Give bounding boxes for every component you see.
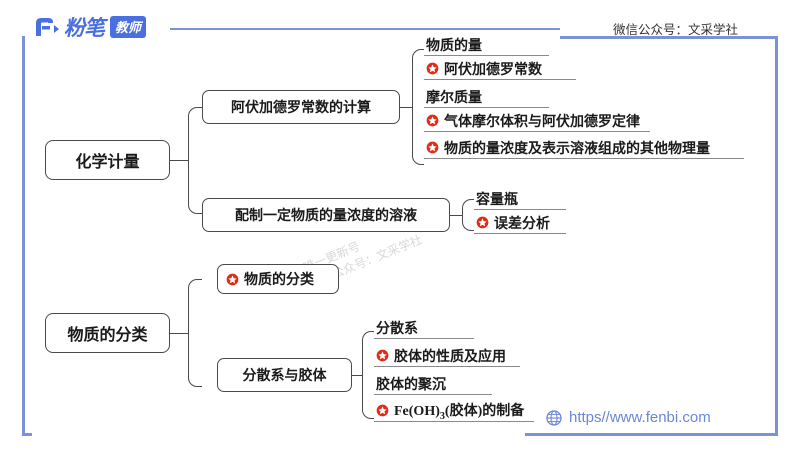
branch-node-prepare-solution[interactable]: 配制一定物质的量浓度的溶液 <box>202 198 450 232</box>
frame-border-left <box>22 36 25 436</box>
root-node-chemical-measurement[interactable]: 化学计量 <box>45 140 170 180</box>
footer-website-link[interactable]: https//www.fenbi.com <box>546 409 711 426</box>
leaf-dispersion-system[interactable]: 分散系 <box>374 317 474 339</box>
footer-url-text: https//www.fenbi.com <box>569 409 711 426</box>
branch-node-label: 物质的分类 <box>244 273 314 288</box>
brand-name: 粉笔 <box>64 17 105 40</box>
frame-border-top-right <box>560 36 778 39</box>
branch-node-avogadro-calculation[interactable]: 阿伏加德罗常数的计算 <box>202 90 400 124</box>
connector-avogadro-bracket <box>412 49 424 165</box>
branch-node-dispersion-colloid[interactable]: 分散系与胶体 <box>217 358 352 392</box>
red-star-icon <box>376 349 389 362</box>
leaf-label: 分散系 <box>376 321 418 337</box>
leaf-avogadro-constant[interactable]: 阿伏加德罗常数 <box>424 58 576 80</box>
connector-colloid-bracket <box>362 331 374 419</box>
wechat-account-label: 微信公众号：文采学社 <box>613 23 739 37</box>
leaf-label: 容量瓶 <box>476 192 518 208</box>
frame-border-bottom-left <box>22 433 32 436</box>
connector-root2-stem <box>170 333 188 335</box>
frame-border-bottom-right <box>525 433 778 436</box>
branch-node-label: 分散系与胶体 <box>242 369 327 384</box>
leaf-colloid-properties-applications[interactable]: 胶体的性质及应用 <box>374 345 520 367</box>
brand-logo: 粉笔 教师 <box>34 12 147 42</box>
red-star-icon <box>426 141 439 154</box>
root-node-substance-classification[interactable]: 物质的分类 <box>45 313 170 353</box>
branch-node-label: 阿伏加德罗常数的计算 <box>231 101 371 116</box>
leaf-concentration-and-other-quantities[interactable]: 物质的量浓度及表示溶液组成的其他物理量 <box>424 137 744 159</box>
red-star-icon <box>376 404 389 417</box>
branch-node-label: 配制一定物质的量浓度的溶液 <box>235 209 417 224</box>
leaf-label: 胶体的聚沉 <box>376 377 446 393</box>
leaf-colloid-coagulation[interactable]: 胶体的聚沉 <box>374 373 492 395</box>
connector-root1-bracket <box>188 107 202 214</box>
leaf-label: 摩尔质量 <box>426 90 482 106</box>
connector-colloid-stem <box>352 375 362 377</box>
leaf-iron-hydroxide-colloid-preparation[interactable]: Fe(OH)3(胶体)的制备 <box>374 400 534 422</box>
leaf-volumetric-flask[interactable]: 容量瓶 <box>474 188 566 210</box>
root-node-label: 物质的分类 <box>67 327 148 344</box>
connector-root1-stem <box>170 160 188 162</box>
leaf-amount-of-substance[interactable]: 物质的量 <box>424 34 549 56</box>
frame-border-top-middle <box>170 28 560 30</box>
globe-icon <box>546 409 562 426</box>
leaf-label: 气体摩尔体积与阿伏加德罗定律 <box>444 114 640 130</box>
leaf-label: 物质的量浓度及表示溶液组成的其他物理量 <box>444 141 710 157</box>
connector-avogadro-stem <box>400 107 412 109</box>
connector-solution-stem <box>450 215 462 217</box>
leaf-label: 阿伏加德罗常数 <box>444 62 542 78</box>
frame-border-right <box>775 36 778 436</box>
leaf-molar-mass[interactable]: 摩尔质量 <box>424 86 549 108</box>
root-node-label: 化学计量 <box>75 154 140 171</box>
leaf-label: 胶体的性质及应用 <box>394 349 506 365</box>
branch-node-substance-classification-topic[interactable]: 物质的分类 <box>217 264 339 294</box>
red-star-icon <box>426 62 439 75</box>
red-star-icon <box>426 114 439 127</box>
leaf-label: 物质的量 <box>426 38 482 54</box>
leaf-label: 误差分析 <box>494 216 550 232</box>
connector-solution-bracket <box>462 199 474 231</box>
leaf-error-analysis[interactable]: 误差分析 <box>474 212 566 234</box>
leaf-label: Fe(OH)3(胶体)的制备 <box>394 403 525 422</box>
red-star-icon <box>226 273 239 285</box>
leaf-molar-volume-avogadro-law[interactable]: 气体摩尔体积与阿伏加德罗定律 <box>424 110 650 132</box>
fenbi-logo-icon <box>36 18 59 36</box>
red-star-icon <box>476 216 489 229</box>
brand-badge: 教师 <box>110 16 147 38</box>
connector-root2-bracket <box>188 279 202 387</box>
